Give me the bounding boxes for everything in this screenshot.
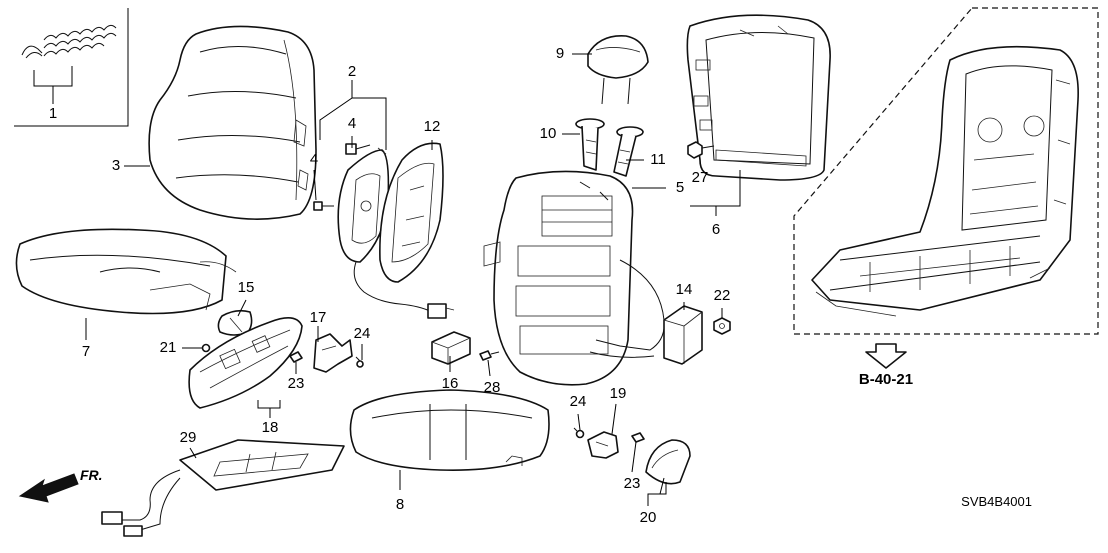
reference-arrow [865, 343, 907, 369]
part-22-nut [713, 317, 731, 335]
callout-19: 19 [610, 385, 627, 402]
callout-28: 28 [484, 379, 501, 396]
callout-23b: 23 [624, 475, 641, 492]
callout-23a: 23 [288, 375, 305, 392]
part-10-headrest-guide [575, 118, 605, 171]
callout-8: 8 [396, 496, 404, 513]
part-11-headrest-guide [613, 126, 644, 177]
callout-10: 10 [540, 125, 557, 142]
callout-5: 5 [676, 179, 684, 196]
callout-18: 18 [262, 419, 279, 436]
part-16-switch [431, 331, 471, 365]
part-18-side-trim [188, 317, 303, 409]
part-21-screw [201, 343, 211, 353]
callout-21: 21 [160, 339, 177, 356]
callout-24b: 24 [570, 393, 587, 410]
part-23-clip-right [631, 432, 645, 443]
part-1-clips [21, 24, 117, 104]
callout-4b: 4 [310, 151, 318, 168]
part-4-bolts [313, 143, 371, 211]
part-27-bolt [687, 141, 715, 159]
callout-labels: 1 2 3 4 4 5 6 7 8 9 10 11 12 14 15 16 17… [49, 45, 731, 526]
callout-12: 12 [424, 118, 441, 135]
part-19-bracket [587, 431, 619, 459]
callout-16: 16 [442, 375, 459, 392]
part-24-bolt-right [573, 427, 585, 439]
part-6-seatback-frame [686, 14, 831, 181]
diagram-code: SVB4B4001 [961, 494, 1032, 509]
callout-20: 20 [640, 509, 657, 526]
callout-27: 27 [692, 169, 709, 186]
callout-15: 15 [238, 279, 255, 296]
callout-6: 6 [712, 221, 720, 238]
part-23-clip-left [289, 351, 303, 363]
part-20-cover [645, 439, 691, 485]
callout-7: 7 [82, 343, 90, 360]
callout-3: 3 [112, 157, 120, 174]
part-5-seatback-pad [483, 170, 634, 386]
reference-label: B-40-21 [859, 371, 913, 388]
callout-2: 2 [348, 63, 356, 80]
part-9-headrest [587, 35, 649, 105]
callout-24a: 24 [354, 325, 371, 342]
callout-17: 17 [310, 309, 327, 326]
part-29-heater-mat [101, 439, 345, 537]
callout-29: 29 [180, 429, 197, 446]
callout-22: 22 [714, 287, 731, 304]
callout-11: 11 [650, 151, 666, 168]
part-3-seatback-cover [148, 25, 317, 220]
part-12-airbag-cover [379, 142, 444, 283]
callout-9: 9 [556, 45, 564, 62]
callout-14: 14 [676, 281, 693, 298]
part-7-cushion-cover [15, 228, 237, 315]
callout-1: 1 [49, 105, 57, 122]
part-8-cushion-pad [349, 389, 550, 472]
part-2-side-airbag [337, 147, 455, 319]
inset-frame-part-1 [14, 8, 129, 127]
part-14-control-unit [663, 305, 703, 365]
callout-4a: 4 [348, 115, 356, 132]
front-direction-arrow: FR. [18, 467, 103, 503]
leader-lines [85, 53, 741, 506]
seat-frame-assembly [811, 45, 1079, 317]
part-28-screw [479, 350, 500, 361]
part-17-bracket [313, 333, 353, 373]
seat-frame-assembly-box [793, 7, 1099, 335]
part-24-bolt-left [355, 356, 364, 368]
direction-label: FR. [80, 467, 103, 483]
